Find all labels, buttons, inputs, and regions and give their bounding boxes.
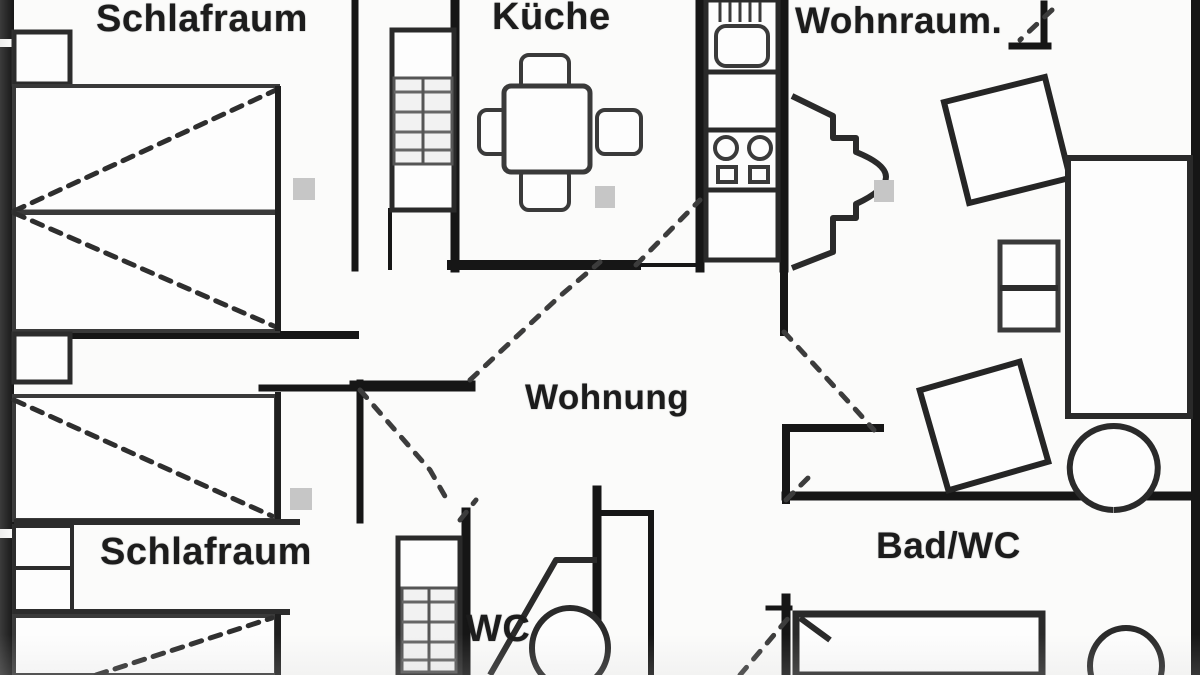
nightstand bbox=[11, 331, 73, 385]
room-label-kueche: Küche bbox=[492, 0, 611, 38]
washbasin bbox=[1066, 423, 1161, 513]
dining-chair bbox=[595, 108, 643, 156]
bed-duvet-line bbox=[93, 615, 275, 675]
door-marker bbox=[874, 180, 894, 202]
door-swing bbox=[1017, 7, 1055, 43]
door-swing bbox=[457, 497, 479, 523]
bar-counter bbox=[790, 93, 889, 271]
bed-duvet-line bbox=[11, 210, 279, 330]
bed-duvet-line bbox=[11, 87, 279, 214]
door-swing bbox=[737, 613, 793, 675]
bed bbox=[12, 614, 278, 675]
room-wc bbox=[395, 535, 611, 675]
door-marker bbox=[595, 186, 615, 208]
room-label-schlafraum-bottom: Schlafraum bbox=[100, 531, 312, 573]
toilet bbox=[1087, 625, 1165, 675]
door-swing bbox=[467, 259, 603, 383]
armchair bbox=[940, 73, 1074, 207]
nightstand bbox=[12, 566, 74, 614]
door-marker bbox=[293, 178, 315, 200]
room-label-wohnung: Wohnung bbox=[525, 378, 690, 417]
room-wohnraum bbox=[703, 0, 1193, 495]
door-swings bbox=[357, 7, 1055, 675]
room-label-wohnraum: Wohnraum. bbox=[795, 0, 1003, 41]
armchair bbox=[915, 357, 1053, 495]
stove bbox=[713, 135, 773, 184]
room-label-schlafraum-top: Schlafraum bbox=[96, 0, 308, 40]
door-swing bbox=[633, 197, 703, 268]
kitchen-sink bbox=[714, 2, 770, 68]
bathtub bbox=[792, 610, 1046, 675]
toilet bbox=[529, 605, 611, 675]
room-bad-wc bbox=[792, 423, 1165, 675]
door-swing bbox=[357, 387, 449, 501]
nightstand bbox=[12, 524, 74, 570]
room-kueche bbox=[389, 27, 643, 213]
room-schlafraum-bottom bbox=[11, 392, 312, 675]
sofa bbox=[1065, 155, 1193, 419]
door-swing bbox=[783, 471, 815, 503]
door-swing bbox=[781, 329, 877, 433]
bed-duvet-line bbox=[11, 397, 275, 519]
door-marker bbox=[290, 488, 312, 510]
nightstand bbox=[11, 29, 73, 87]
dining-table bbox=[501, 83, 593, 175]
shower bbox=[487, 557, 597, 675]
room-label-bad-wc: Bad/WC bbox=[876, 525, 1021, 566]
room-label-wc: WC bbox=[466, 608, 531, 650]
room-schlafraum-top bbox=[11, 29, 315, 385]
